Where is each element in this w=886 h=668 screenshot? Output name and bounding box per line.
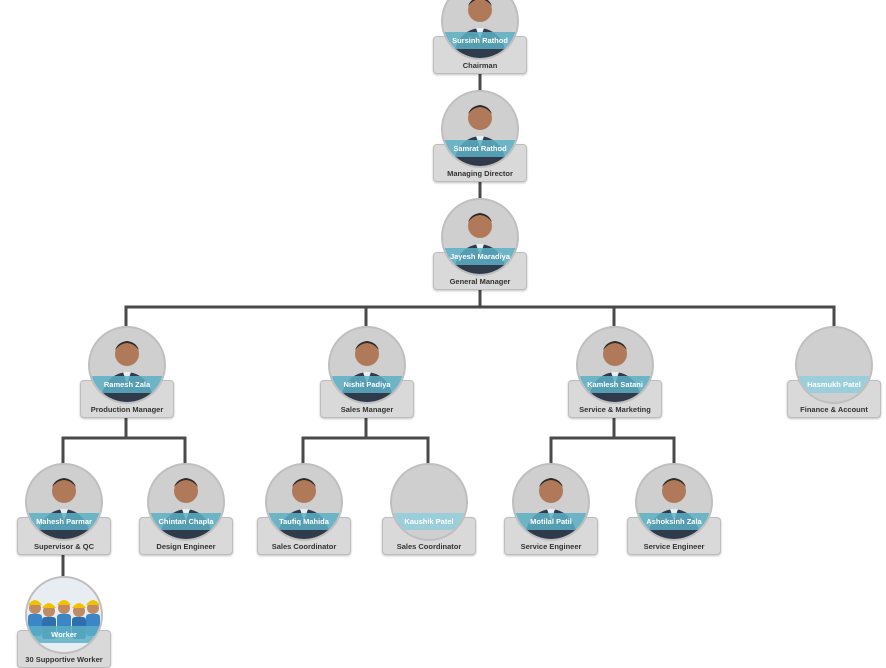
name-label: Kamlesh Satani — [578, 376, 652, 393]
person-photo: Taufiq Mahida — [265, 463, 343, 541]
person-photo: Motilal Patil — [512, 463, 590, 541]
person-photo: Kamlesh Satani — [576, 326, 654, 404]
name-label: Ramesh Zala — [90, 376, 164, 393]
org-node-sales-coord-2: Sales Coordinator Kaushik Patel — [382, 463, 476, 555]
name-label: Jayesh Maradiya — [443, 248, 517, 265]
name-label: Ashoksinh Zala — [637, 513, 711, 530]
org-node-sales-mgr: Sales Manager Nishit Padiya — [320, 326, 414, 418]
org-node-design: Design Engineer Chintan Chapla — [139, 463, 233, 555]
person-photo: Ashoksinh Zala — [635, 463, 713, 541]
role-label: Sales Manager — [340, 405, 394, 414]
person-photo: Chintan Chapla — [147, 463, 225, 541]
name-label: Samrat Rathod — [443, 140, 517, 157]
org-node-md: Managing Director Samrat Rathod — [433, 90, 527, 182]
person-photo: Mahesh Parmar — [25, 463, 103, 541]
name-label: Chintan Chapla — [149, 513, 223, 530]
person-photo: Samrat Rathod — [441, 90, 519, 168]
role-label: Service Engineer — [520, 542, 582, 551]
role-label: Managing Director — [447, 169, 513, 178]
photo-placeholder: Hasmukh Patel — [795, 326, 873, 404]
role-label: Finance & Account — [800, 405, 868, 414]
name-label: Nishit Padiya — [330, 376, 404, 393]
org-node-service-eng-1: Service Engineer Motilal Patil — [504, 463, 598, 555]
org-node-prod-mgr: Production Manager Ramesh Zala — [80, 326, 174, 418]
org-node-service-eng-2: Service Engineer Ashoksinh Zala — [627, 463, 721, 555]
role-label: Service Engineer — [643, 542, 705, 551]
role-label: Supervisor & QC — [33, 542, 94, 551]
person-photo: Jayesh Maradiya — [441, 198, 519, 276]
name-label: Motilal Patil — [514, 513, 588, 530]
org-node-workers: 30 Supportive Worker Worker — [17, 576, 111, 668]
name-label: Taufiq Mahida — [267, 513, 341, 530]
name-label: Hasmukh Patel — [797, 376, 871, 393]
role-label: Sales Coordinator — [271, 542, 337, 551]
name-label: Worker — [27, 626, 101, 643]
org-node-gm: General Manager Jayesh Maradiya — [433, 198, 527, 290]
person-photo: Ramesh Zala — [88, 326, 166, 404]
org-node-sales-coord-1: Sales Coordinator Taufiq Mahida — [257, 463, 351, 555]
name-label: Kaushik Patel — [392, 513, 466, 530]
person-photo: Nishit Padiya — [328, 326, 406, 404]
photo-placeholder: Kaushik Patel — [390, 463, 468, 541]
role-label: Design Engineer — [156, 542, 216, 551]
workers-photo: Worker — [25, 576, 103, 654]
role-label: Sales Coordinator — [396, 542, 462, 551]
role-label: General Manager — [449, 277, 511, 286]
person-photo: Sursinh Rathod — [441, 0, 519, 60]
org-node-finance: Finance & Account Hasmukh Patel — [787, 326, 881, 418]
org-node-service-mgr: Service & Marketing Kamlesh Satani — [568, 326, 662, 418]
org-node-supervisor: Supervisor & QC Mahesh Parmar — [17, 463, 111, 555]
org-node-chairman: Chairman Sursinh Rathod — [433, 0, 527, 74]
role-label: Chairman — [462, 61, 498, 70]
role-label: Service & Marketing — [579, 405, 651, 414]
name-label: Mahesh Parmar — [27, 513, 101, 530]
role-label: Production Manager — [90, 405, 164, 414]
role-label: 30 Supportive Worker — [25, 655, 103, 664]
name-label: Sursinh Rathod — [443, 32, 517, 49]
